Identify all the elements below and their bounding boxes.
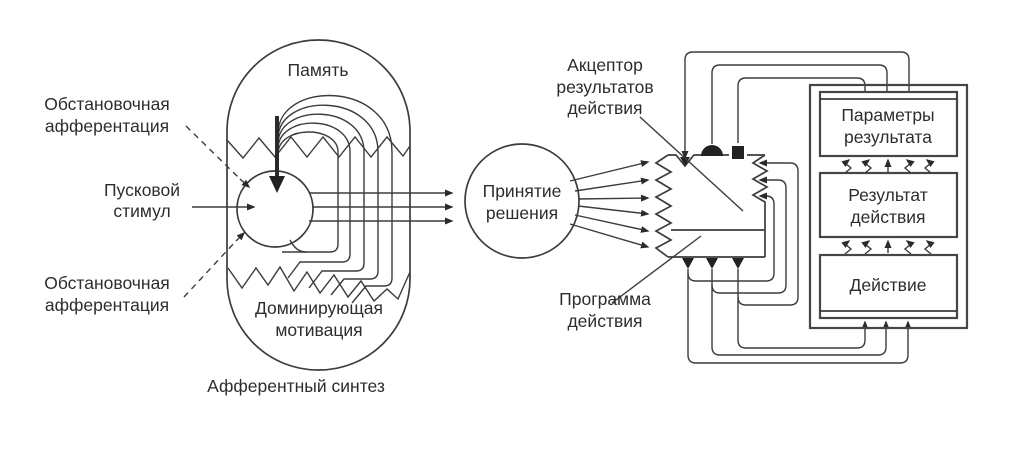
result-system-container [808, 83, 969, 330]
memory-label: Память [288, 60, 349, 80]
program-to-action-line [687, 269, 912, 364]
action-result-label-line2: действия [850, 207, 925, 227]
memory-loop-line [277, 122, 351, 279]
result-parameters-label-line2: результата [844, 127, 932, 147]
result-parameters-box [818, 90, 959, 158]
decision-to-acceptor-arrow [574, 214, 650, 233]
action-feedback-bolt-arrow [923, 240, 935, 255]
acceptor-label-pointer-line [639, 116, 744, 212]
motivation-zigzag-border [227, 265, 411, 303]
action-result-box [818, 171, 959, 239]
situational-afferentation-bottom-label-line2: афферентация [45, 295, 169, 315]
afferent-synthesis-oval [226, 39, 411, 371]
action-feedback-bolt-arrow [903, 240, 915, 255]
memory-arrowhead [269, 176, 285, 193]
afferent-synthesis-label: Афферентный синтез [207, 376, 385, 396]
situational-afferentation-top-label-line1: Обстановочная [44, 94, 170, 114]
action-label: Действие [850, 275, 927, 295]
parameters-to-acceptor-loop [737, 77, 866, 143]
parameters-to-acceptor-loop [711, 64, 888, 144]
acceptor-left-zigzag-edge [654, 154, 673, 258]
decision-to-acceptor-arrow [574, 177, 650, 192]
result-feedback-bolt-arrow [903, 159, 915, 174]
situational-afferentation-top-arrow [239, 178, 251, 188]
decision-to-acceptor-arrow [577, 205, 650, 217]
result-feedback-bolt-arrow [841, 159, 853, 174]
dominant-motivation-label-line2: мотивация [275, 320, 362, 340]
action-program-label-line1: Программа [559, 289, 651, 309]
trigger-stimulus-label-line1: Пусковой [104, 180, 180, 200]
acceptor-label-line3: действия [567, 98, 642, 118]
situational-afferentation-bottom-label-line1: Обстановочная [44, 273, 170, 293]
decision-to-acceptor-arrow [577, 194, 650, 202]
square-receptor-symbol [732, 146, 744, 159]
result-feedback-bolt-arrow [861, 159, 873, 174]
situational-afferentation-top-dashed-line [185, 125, 241, 180]
program-output-triangle [682, 258, 694, 269]
situational-afferentation-bottom-arrow [235, 231, 246, 242]
action-program-label-line2: действия [567, 311, 642, 331]
result-feedback-bolt-arrow [923, 159, 935, 174]
action-result-label-line1: Результат [848, 185, 928, 205]
efference-copy-loop [687, 192, 775, 282]
program-to-action-line [737, 269, 869, 349]
memory-loop-line [277, 104, 379, 296]
trigger-stimulus-label-line2: стимул [113, 201, 170, 221]
dome-receptor-symbol [701, 145, 723, 156]
decision-making-circle [464, 143, 580, 259]
decision-to-acceptor-arrow [569, 223, 650, 249]
decision-making-label-line2: решения [486, 203, 558, 223]
decision-to-acceptor-arrow [569, 160, 650, 182]
situational-afferentation-bottom-dashed-line [183, 240, 237, 298]
memory-loop-line [277, 94, 393, 304]
result-parameters-label-line1: Параметры [841, 105, 934, 125]
efference-copy-loop [737, 159, 799, 306]
program-to-action-line [711, 269, 890, 356]
memory-zigzag-border [226, 135, 411, 160]
acceptor-label-line1: Акцептор [567, 55, 643, 75]
dominant-motivation-label-line1: Доминирующая [255, 298, 383, 318]
action-feedback-bolt-arrow [841, 240, 853, 255]
action-box [818, 253, 959, 320]
program-output-triangle [732, 258, 744, 269]
decision-making-label-line1: Принятие [483, 181, 562, 201]
acceptor-right-zigzag-edge [751, 154, 769, 257]
program-label-pointer-line [611, 235, 702, 304]
memory-loop-line [277, 113, 365, 289]
parameters-to-acceptor-loop [681, 51, 910, 160]
motivation-border-connector [289, 239, 307, 253]
action-feedback-bolt-arrow [861, 240, 873, 255]
situational-afferentation-top-label-line2: афферентация [45, 116, 169, 136]
memory-loop-line [277, 131, 339, 253]
program-output-triangle [706, 258, 718, 269]
acceptor-label-line2: результатов [556, 77, 653, 97]
efference-copy-loop [711, 176, 787, 294]
